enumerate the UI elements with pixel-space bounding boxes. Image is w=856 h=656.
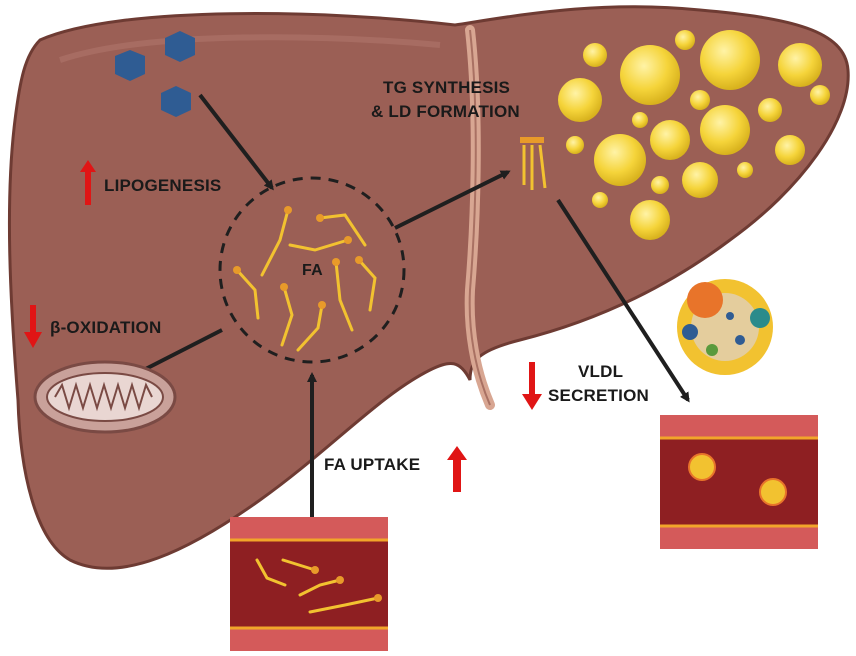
tg-synthesis-label: TG SYNTHESIS: [383, 78, 511, 97]
vldl-particle-icon: [677, 279, 773, 375]
vldl-label: VLDL: [578, 362, 624, 381]
fatty-acid-pool: [218, 176, 406, 364]
lipid-droplet-icon: [558, 30, 830, 240]
down-arrow-icon: [24, 305, 42, 348]
carbohydrate-hexagon-icon: [115, 31, 195, 117]
mitochondrion-icon: [33, 360, 177, 434]
fa-label: FA: [302, 262, 323, 279]
lipogenesis-label: LIPOGENESIS: [104, 176, 222, 195]
up-arrow-icon: [80, 160, 96, 205]
blood-vessel-icon: [230, 517, 388, 651]
blood-vessel-icon: [660, 415, 818, 549]
down-arrow-icon: [522, 362, 542, 410]
phospholipid-icon: [520, 137, 547, 190]
secretion-label: SECRETION: [548, 386, 649, 405]
fa-uptake-label: FA UPTAKE: [324, 455, 421, 474]
ld-formation-label: & LD FORMATION: [371, 102, 520, 121]
up-arrow-icon: [447, 446, 467, 492]
beta-oxidation-label: β-OXIDATION: [50, 318, 162, 337]
